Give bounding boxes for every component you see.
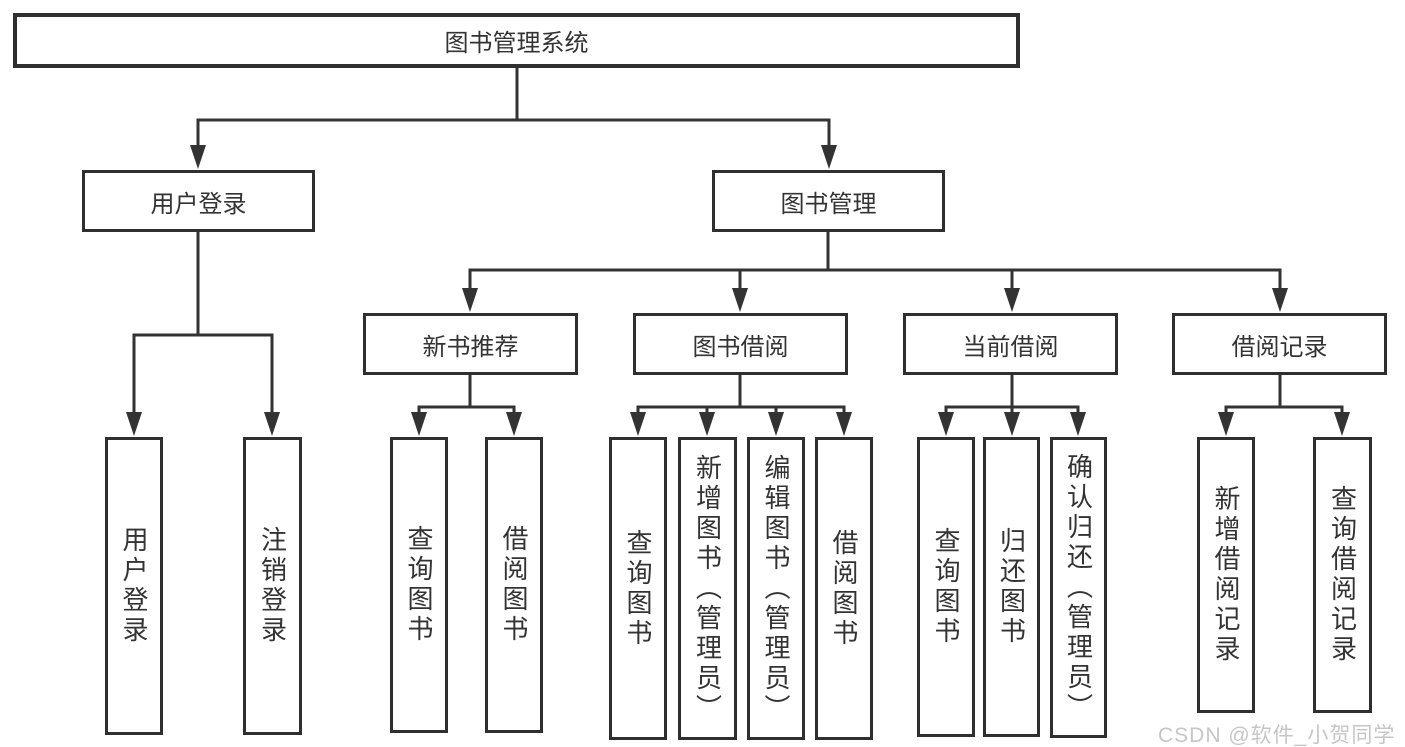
leaf-records-query-record: 查询借阅记录 [1313,437,1372,713]
leaf-borrow-add-books-admin: 新增图书（管理员） [678,437,737,740]
leaf-records-add-record: 新增借阅记录 [1197,437,1255,713]
leaf-borrow-query-books: 查询图书 [609,437,667,740]
leaf-current-confirm-return-admin: 确认归还（管理员） [1050,437,1107,738]
node-borrowing-records: 借阅记录 [1172,313,1387,375]
leaf-recommend-query-books: 查询图书 [390,437,448,733]
leaf-borrow-borrow-books: 借阅图书 [815,437,873,740]
node-user-login: 用户登录 [82,170,315,232]
leaf-current-query-books: 查询图书 [917,437,975,737]
node-book-management: 图书管理 [712,170,945,232]
node-new-book-recommendation: 新书推荐 [363,313,578,375]
leaf-current-return-books: 归还图书 [983,437,1040,737]
leaf-user-login: 用户登录 [105,437,163,735]
leaf-borrow-edit-books-admin: 编辑图书（管理员） [747,437,805,740]
node-library-management-system: 图书管理系统 [13,13,1020,68]
leaf-logout-login: 注销登录 [243,437,302,735]
watermark: CSDN @软件_小贺同学 [1158,724,1396,747]
node-current-borrowing: 当前借阅 [903,313,1118,375]
node-book-borrowing: 图书借阅 [633,313,848,375]
leaf-recommend-borrow-books: 借阅图书 [485,437,543,733]
